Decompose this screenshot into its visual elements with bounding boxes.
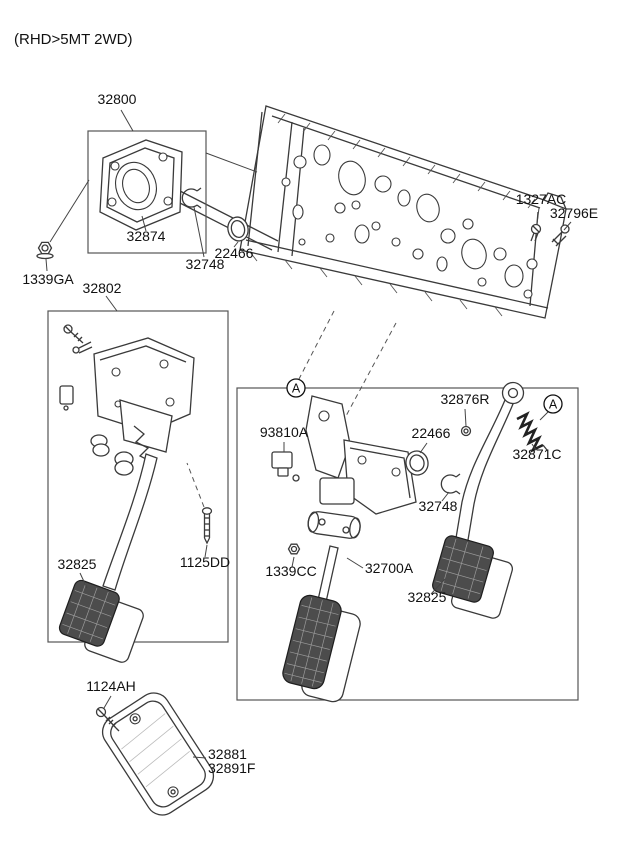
- callout-32748-top: 32748: [186, 256, 225, 272]
- screw-icon-1125dd: [201, 507, 213, 545]
- view-label-a-left: A: [292, 382, 301, 396]
- accel-pad-drawing: [282, 594, 342, 690]
- screw-icon-box2: [63, 324, 84, 344]
- snap-ring-icon-mid: [440, 473, 461, 495]
- detail-box-32802: [47, 310, 229, 663]
- callout-32796e: 32796E: [550, 205, 598, 221]
- callout-22466-top: 22466: [215, 245, 254, 261]
- callout-1339ga: 1339GA: [22, 271, 74, 287]
- callout-32748-mid: 32748: [419, 498, 458, 514]
- callout-1125dd: 1125DD: [180, 554, 230, 570]
- view-circle-a-left: [286, 378, 306, 398]
- callout-1339cc: 1339CC: [265, 563, 316, 579]
- callout-1124ah: 1124AH: [86, 678, 136, 694]
- washer-icon-32876r: [460, 425, 472, 437]
- clutch-pad-32825-drawing: [58, 579, 120, 647]
- callout-32700a: 32700A: [365, 560, 414, 576]
- accel-module-32700a-drawing: [307, 477, 361, 603]
- panel-holes: [281, 144, 538, 299]
- panel-hatching: [249, 113, 536, 317]
- footrest-drawing: [101, 692, 215, 816]
- clutch-pedal-arm-drawing: [102, 453, 158, 591]
- callout-32891f: 32891F: [208, 760, 255, 776]
- callout-32881: 32881: [208, 746, 247, 762]
- clevis-pin-icon: [72, 341, 93, 354]
- firewall-panel-drawing: [239, 105, 567, 319]
- brake-pedal-arm-drawing: [454, 381, 525, 547]
- callout-32825-right: 32825: [408, 589, 447, 605]
- callout-32874: 32874: [127, 228, 166, 244]
- screw-icon-1124ah: [95, 706, 120, 732]
- view-circle-a-right: [543, 394, 563, 414]
- hanger-bracket-drawing: [305, 395, 417, 515]
- nut-icon: [36, 241, 54, 260]
- bushing-ring-icon-mid: [405, 450, 429, 476]
- brake-pad-32825-drawing: [432, 535, 494, 603]
- detail-box-32800: [87, 130, 207, 254]
- callout-1327ac: 1327AC: [516, 191, 567, 207]
- view-label-a-right: A: [549, 398, 558, 412]
- nut-icon-1339cc: [287, 543, 301, 555]
- spring-icon-32871c: [516, 411, 548, 453]
- pivot-bushing-icon: [90, 434, 134, 476]
- snap-ring-icon: [181, 187, 202, 209]
- main-assembly-box: [236, 381, 579, 703]
- bolt-icon: [530, 223, 542, 242]
- variant-label: (RHD>5MT 2WD): [14, 31, 132, 48]
- bushing-ring-icon: [227, 216, 249, 242]
- leader-lines: [45, 109, 572, 759]
- bracket-32874-drawing: [99, 139, 183, 231]
- callout-22466-mid: 22466: [412, 425, 451, 441]
- cowl-beam-drawing: [173, 190, 279, 251]
- callout-32876r: 32876R: [440, 391, 489, 407]
- screw-icon-32796e: [551, 224, 570, 247]
- clutch-bracket-drawing: [93, 337, 195, 453]
- stopper-switch-icon: [59, 385, 74, 411]
- callout-32802: 32802: [83, 280, 122, 296]
- callout-32800: 32800: [98, 91, 137, 107]
- callout-93810a: 93810A: [260, 424, 309, 440]
- switch-93810a-icon: [271, 451, 300, 482]
- callout-32871c: 32871C: [512, 446, 561, 462]
- callout-32825-left: 32825: [58, 556, 97, 572]
